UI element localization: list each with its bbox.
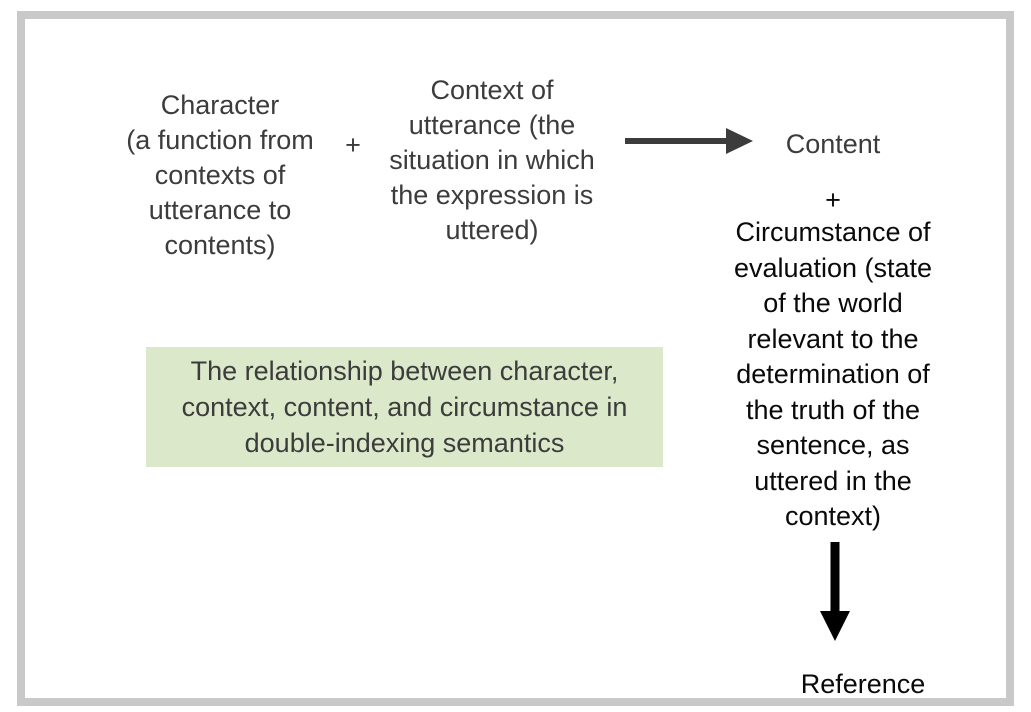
character-text: Character (a function from contexts of u…: [126, 90, 314, 260]
reference-label: Reference: [800, 669, 926, 699]
arrow-right-icon: [625, 128, 753, 154]
arrow-down-icon: [820, 542, 850, 641]
caption-box: The relationship between character, cont…: [146, 347, 663, 467]
context-of-utterance-text: Context of utterance (the situation in w…: [389, 75, 595, 245]
plus-sign-right: +: [825, 185, 841, 215]
plus-sign-left: +: [345, 130, 361, 160]
content-label: Content: [785, 129, 881, 159]
caption-text: The relationship between character, cont…: [181, 356, 628, 458]
figure-frame: Character (a function from contexts of u…: [17, 11, 1014, 706]
circumstance-of-evaluation-text: Circumstance of evaluation (state of the…: [733, 217, 933, 531]
